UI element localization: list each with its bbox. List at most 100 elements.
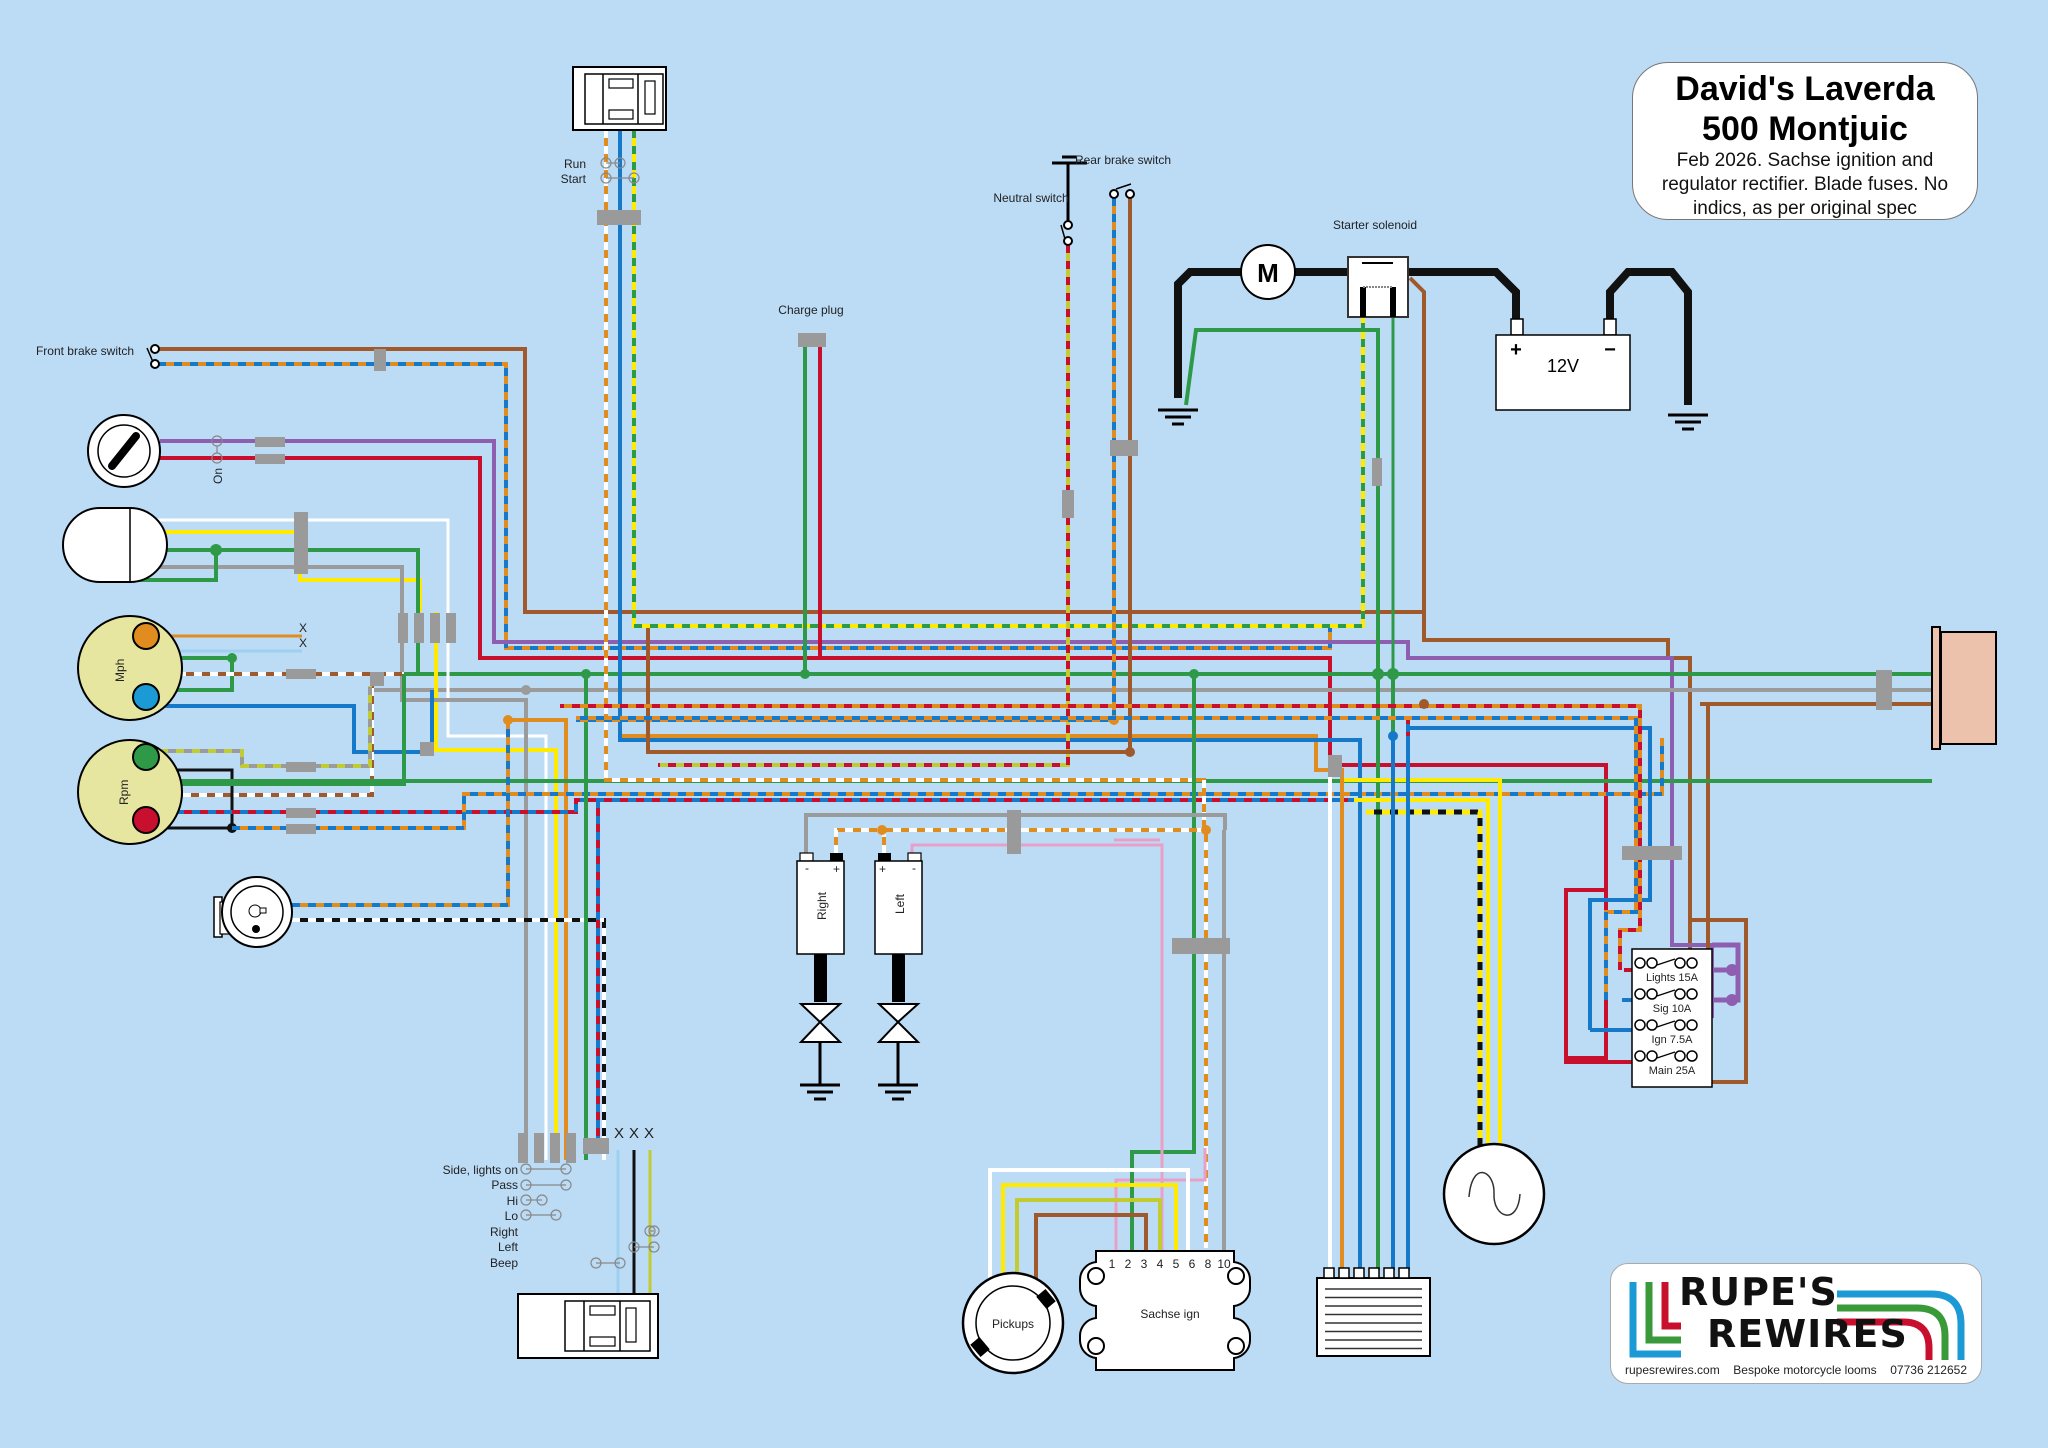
rpm-label: Rpm — [117, 780, 131, 805]
wire-red — [1564, 888, 1606, 1058]
fuse-terminal — [1686, 1050, 1698, 1062]
speedometer — [77, 615, 183, 721]
title-line-1: David's Laverda — [1675, 70, 1935, 108]
right-switchgear — [572, 66, 667, 131]
connector-blocks — [211, 157, 1892, 1269]
wire-yellow-headlamp — [130, 530, 422, 612]
connector — [286, 762, 316, 772]
connector — [1876, 670, 1892, 710]
wire-black-starter-earth — [1174, 268, 1241, 398]
sachse-pin-8: 8 — [1205, 1257, 1212, 1271]
wire-green — [160, 674, 406, 786]
unused-x-a: X — [614, 1125, 624, 1142]
connector — [798, 333, 826, 347]
connector — [1372, 458, 1382, 486]
logo-word-2: REWIRES — [1707, 1312, 1908, 1356]
ground-symbols — [800, 408, 1708, 1101]
wire-green — [180, 656, 234, 674]
logo-stripes — [1629, 1282, 1965, 1360]
fuse-terminal — [1634, 988, 1646, 1000]
connector — [1007, 810, 1021, 854]
fuse-label: Lights 15A — [1646, 972, 1699, 984]
connector — [294, 512, 308, 574]
splice-joint — [1387, 668, 1399, 680]
wire-lime — [1015, 1198, 1162, 1275]
wire-tracer — [178, 672, 374, 797]
starter-motor-label: M — [1257, 258, 1279, 288]
connector — [518, 1133, 528, 1163]
splice-joint — [1201, 825, 1211, 835]
title-line-2: 500 Montjuic — [1702, 110, 1908, 148]
connector — [1622, 846, 1682, 860]
sachse-ign-label: Sachse ign — [1140, 1307, 1199, 1321]
connector — [1110, 440, 1138, 456]
wire-orange-white-run — [604, 130, 1208, 1248]
fuse-terminal — [1686, 988, 1698, 1000]
fuse-terminal — [1646, 1019, 1658, 1031]
splice-joint — [521, 685, 531, 695]
wire-pink-coil — [910, 843, 1164, 1250]
splice-joint — [1125, 747, 1135, 757]
connector — [1062, 490, 1074, 518]
sachse-pin-3: 3 — [1141, 1257, 1148, 1271]
sachse-pin-1: 1 — [1109, 1257, 1116, 1271]
ignition-switch — [87, 414, 161, 488]
connector — [398, 613, 408, 643]
rear-brake-switch-label: Rear brake switch — [1075, 153, 1171, 167]
connector — [446, 613, 456, 643]
neutral-switch-label: Neutral switch — [993, 191, 1068, 205]
fuse-terminal — [1646, 1050, 1658, 1062]
fuse-label: Ign 7.5A — [1652, 1034, 1694, 1046]
unused-wire-x-2: X — [299, 636, 307, 650]
rear-brake-switch — [1109, 183, 1135, 199]
pickups — [961, 1271, 1065, 1375]
splice-joint — [1372, 668, 1384, 680]
wire-tracer — [1366, 809, 1483, 1146]
wire-black-yellow-alt — [1366, 809, 1483, 1146]
wire-orange — [618, 130, 1344, 1270]
wire-orange-loom — [508, 718, 568, 1160]
wire-purple — [1712, 942, 1741, 973]
ignition-coil-left — [874, 852, 923, 1043]
fuse-terminal — [1646, 957, 1658, 969]
wire-brown-solenoid — [1408, 276, 1426, 640]
splice-joint — [1726, 994, 1738, 1006]
fuse-terminal — [1634, 1050, 1646, 1062]
wire-blue-fuse — [1408, 726, 1652, 1030]
left-switchgear — [517, 1293, 659, 1359]
wire-brown-white — [178, 672, 374, 797]
splice-joint — [581, 669, 591, 679]
splice-joint — [1189, 669, 1199, 679]
wire-tracer — [160, 686, 372, 768]
rupes-rewires-logo: RUPE'S REWIRES rupesrewires.com Bespoke … — [1610, 1263, 1982, 1384]
fuse-terminal — [1674, 1019, 1686, 1031]
rr-terminal — [1398, 1267, 1410, 1279]
wire-black-battery-earth — [1606, 268, 1692, 405]
splice-joint — [1419, 699, 1429, 709]
battery-minus: − — [1604, 339, 1616, 361]
sachse-pin-5: 5 — [1173, 1257, 1180, 1271]
alternator — [1442, 1142, 1546, 1246]
fuse-terminal — [1674, 988, 1686, 1000]
rr-terminal — [1323, 1267, 1335, 1279]
fuse-link — [1656, 989, 1676, 997]
logo-website[interactable]: rupesrewires.com — [1625, 1363, 1720, 1377]
wire-orange-blue — [232, 738, 1664, 830]
rr-terminal — [1368, 1267, 1380, 1279]
splice-joint — [503, 715, 513, 725]
splice-joint — [1388, 731, 1398, 741]
wire-tracer — [632, 130, 1365, 628]
wire-black-solenoid-battery — [1408, 268, 1520, 319]
fuse-link — [1656, 958, 1676, 966]
switch-contact — [644, 1225, 656, 1237]
fuse-terminal — [1686, 957, 1698, 969]
wire-harness — [130, 130, 1936, 1294]
fuse-link — [1656, 1020, 1676, 1028]
starter-motor — [1240, 244, 1296, 300]
unused-x-c: X — [644, 1125, 654, 1142]
fuse-terminal — [1634, 1019, 1646, 1031]
wire-yellow-loom — [434, 612, 558, 1160]
unused-x-b: X — [629, 1125, 639, 1142]
